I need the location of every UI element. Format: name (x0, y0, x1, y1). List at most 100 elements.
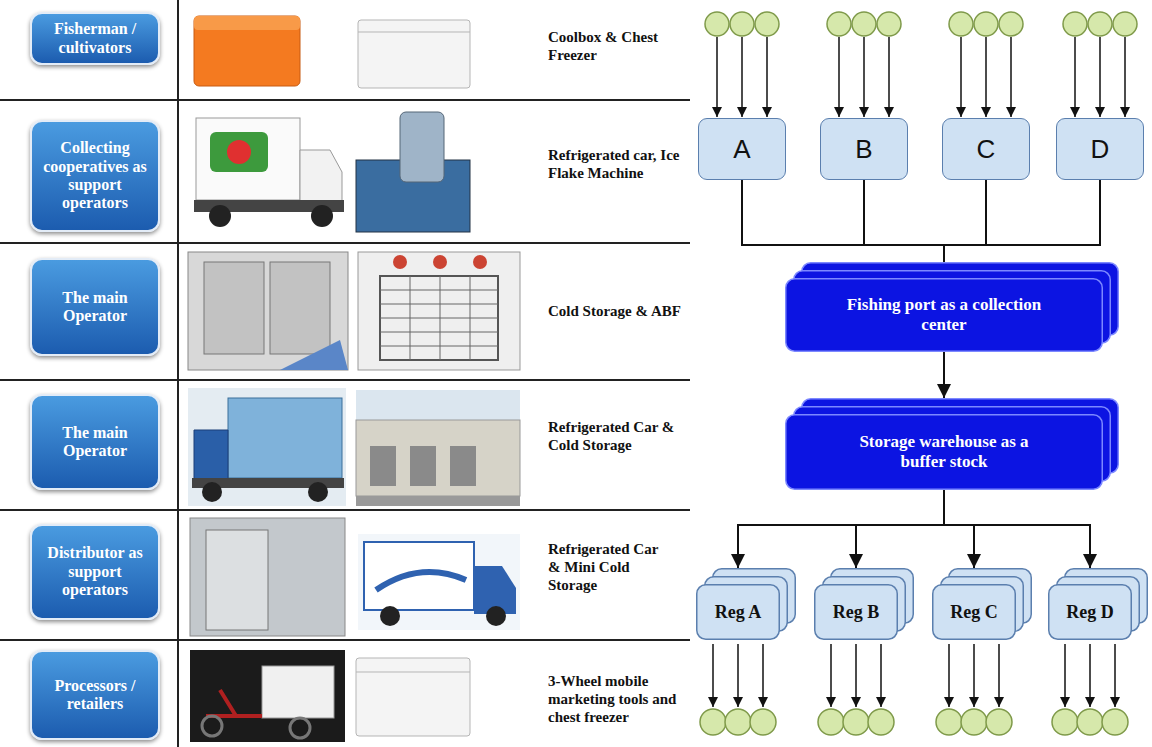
node-text: A (733, 134, 750, 165)
truck-photo-ground (188, 388, 346, 506)
consumer-circle (700, 709, 726, 735)
cold-storage-photo (188, 252, 348, 370)
node-text: Reg A (715, 602, 762, 623)
node-text: Fishing port as a collection center (839, 295, 1049, 336)
producer-circle (730, 12, 754, 36)
producer-circle (974, 12, 998, 36)
abf-fan (393, 255, 407, 269)
node-text: Collecting cooperatives as support opera… (40, 139, 150, 213)
producer-circle (852, 12, 876, 36)
flow-connector (856, 490, 944, 568)
consumer-circle (1102, 709, 1128, 735)
warehouse-building (356, 420, 520, 496)
truck-wheel (209, 205, 231, 227)
equipment-label: 3-Wheel mobile marketing tools and chest… (548, 672, 683, 726)
row-divider (0, 242, 690, 244)
buffer-stock-stack: Storage warehouse as a buffer stock (785, 398, 1119, 490)
consumer-circle (936, 709, 962, 735)
consumer-circle (725, 709, 751, 735)
delivery-arrow (737, 644, 739, 707)
delivery-arrow (762, 644, 764, 707)
flow-connector (944, 180, 986, 262)
flow-connector (742, 180, 944, 262)
warehouse-dock (410, 446, 436, 486)
producer-circle (705, 12, 729, 36)
supply-arrow (1074, 37, 1076, 117)
delivery-arrow (998, 644, 1000, 707)
truck-box (228, 398, 342, 478)
delivery-arrow (855, 644, 857, 707)
three-wheel-frame (206, 690, 262, 716)
truck-box (196, 118, 300, 200)
freezer-photo (358, 20, 470, 88)
delivery-arrow (712, 644, 714, 707)
consumer-circle (843, 709, 869, 735)
row-divider (0, 639, 690, 641)
stack-layer (1049, 585, 1132, 640)
equipment-label: Refrigerated Car & Cold Storage (548, 418, 693, 454)
truck-wheel (202, 482, 222, 502)
delivery-arrow (880, 644, 882, 707)
row-divider (0, 379, 690, 381)
producer-circle (877, 12, 901, 36)
cold-storage-door (204, 262, 264, 354)
region-stack: Reg A (696, 568, 796, 640)
warehouse-sky (356, 390, 520, 506)
truck-wheel (308, 482, 328, 502)
producer-circle (1088, 12, 1112, 36)
warehouse-dock (450, 446, 476, 486)
delivery-wheel (486, 606, 506, 626)
delivery-arrow (830, 644, 832, 707)
node-text: D (1091, 134, 1110, 165)
cooperative-box: D (1056, 118, 1144, 180)
freezer-lid (356, 672, 470, 673)
three-wheel-box (262, 666, 334, 718)
node-text: Processors / retailers (40, 677, 150, 714)
freezer-lid (358, 32, 470, 33)
node-text: Reg D (1066, 602, 1114, 623)
consumer-circle (750, 709, 776, 735)
stack-layer (815, 585, 898, 640)
supply-arrow (716, 37, 718, 117)
cold-storage-ramp (280, 340, 348, 370)
stack-layer (697, 585, 780, 640)
stack-layer (933, 585, 1016, 640)
delivery-arrow (948, 644, 950, 707)
flow-connector (864, 180, 944, 262)
node-text: C (977, 134, 996, 165)
abf-fan (473, 255, 487, 269)
node-text: Reg C (950, 602, 998, 623)
producer-circle (755, 12, 779, 36)
consumer-circle (986, 709, 1012, 735)
ice-machine-drum (400, 112, 444, 182)
role-box: Distributor as support operators (30, 524, 160, 620)
supply-arrow (1099, 37, 1101, 117)
warehouse-dock (370, 446, 396, 486)
cooperative-box: B (820, 118, 908, 180)
supply-arrow (1124, 37, 1126, 117)
node-text: Fisherman / cultivators (40, 20, 150, 57)
flow-connector (738, 490, 944, 568)
node-text: Distributor as support operators (40, 544, 150, 599)
region-stack: Reg C (932, 568, 1032, 640)
equipment-label: Cold Storage & ABF (548, 302, 693, 320)
producer-circle (1113, 12, 1137, 36)
equipment-label: Coolbox & Chest Freezer (548, 28, 693, 64)
abf-fan (433, 255, 447, 269)
delivery-arrow (973, 644, 975, 707)
three-wheel-photo (190, 650, 345, 742)
row-divider (0, 99, 690, 101)
mini-cold-storage-door (206, 530, 268, 630)
freezer-photo (356, 658, 470, 736)
cooperative-box: C (942, 118, 1030, 180)
column-divider (177, 0, 179, 747)
supply-arrow (960, 37, 962, 117)
node-text: Storage warehouse as a buffer stock (839, 432, 1049, 473)
truck-wheel (311, 205, 333, 227)
supply-arrow (985, 37, 987, 117)
role-box: Processors / retailers (30, 650, 160, 740)
node-text: B (855, 134, 872, 165)
coolbox-lid (194, 16, 300, 30)
supply-arrow (766, 37, 768, 117)
